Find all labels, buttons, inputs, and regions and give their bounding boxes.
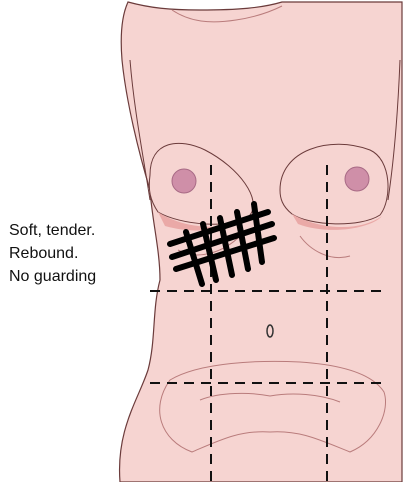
note-line-no-guarding: No guarding — [9, 265, 129, 288]
right-areola — [345, 167, 369, 191]
note-line-soft-tender: Soft, tender. — [9, 219, 129, 242]
examination-note: Soft, tender. Rebound. No guarding — [9, 219, 129, 288]
note-line-rebound: Rebound. — [9, 242, 129, 265]
left-areola — [172, 169, 196, 193]
